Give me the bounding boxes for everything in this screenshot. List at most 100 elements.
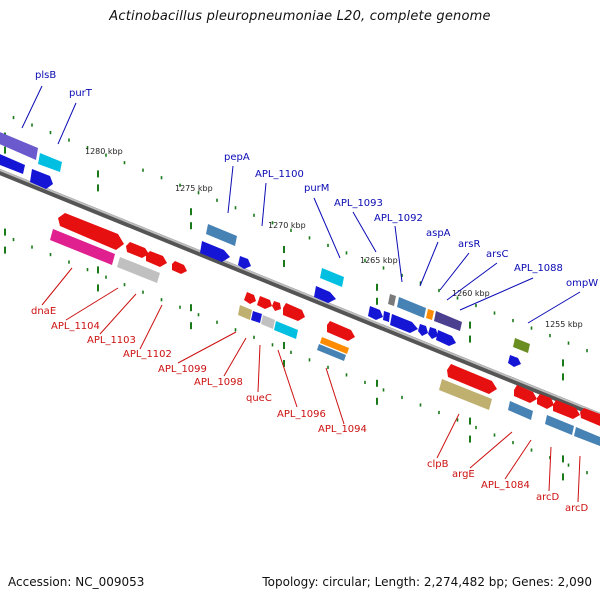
gene-label-arsR[interactable]: arsR — [458, 239, 480, 250]
lower-strand-genes — [50, 213, 600, 446]
gene-label-APL_1092[interactable]: APL_1092 — [374, 213, 423, 224]
gene-APL_1088-arrow[interactable] — [436, 330, 456, 346]
gene-APL_1100-arrow[interactable] — [238, 256, 251, 269]
gene-label-APL_1094[interactable]: APL_1094 — [318, 424, 367, 435]
gene-label-APL_1084[interactable]: APL_1084 — [481, 480, 530, 491]
gene-APL_1096-box[interactable] — [274, 321, 298, 339]
gene-plsB-arrow[interactable] — [0, 152, 25, 174]
gene-clpB-red[interactable] — [447, 364, 497, 394]
gene-purM-box[interactable] — [320, 268, 344, 287]
gene-arsR-box[interactable] — [434, 311, 462, 331]
gene-ompW-arrow[interactable] — [508, 355, 521, 367]
gene-label-arsC[interactable]: arsC — [486, 249, 508, 260]
genome-summary-text: Topology: circular; Length: 2,274,482 bp… — [262, 575, 592, 589]
gene-argE-box[interactable] — [508, 401, 533, 420]
gene-label-ompW[interactable]: ompW — [566, 278, 598, 289]
gene-arsR-arrow[interactable] — [428, 327, 438, 339]
scale-mark-1255: 1255 kbp — [545, 320, 583, 329]
upper-strand-genes — [0, 130, 530, 367]
upper-leader-line-1 — [57, 102, 77, 145]
gene-APL_1094-blue[interactable] — [317, 344, 346, 361]
gene-APL_1102-box[interactable] — [146, 251, 167, 267]
gene-clpB-box[interactable] — [439, 379, 492, 410]
upper-leader-line-5 — [352, 211, 377, 253]
upper-leader-line-0 — [21, 85, 43, 129]
gene-label-purM[interactable]: purM — [304, 183, 329, 194]
gene-label-pepA[interactable]: pepA — [224, 152, 250, 163]
gene-label-arcD[interactable]: arcD — [565, 503, 589, 514]
gene-queC-red[interactable] — [257, 296, 272, 309]
gene-arcD-red1[interactable] — [553, 400, 580, 419]
gene-arcD-red2[interactable] — [580, 408, 600, 426]
gene-APL_1094-red[interactable] — [327, 321, 355, 341]
gene-label-APL_1103[interactable]: APL_1103 — [87, 335, 136, 346]
gene-label-APL_1102[interactable]: APL_1102 — [123, 349, 172, 360]
upper-leader-line-7 — [419, 241, 439, 287]
gene-arcD-box1[interactable] — [545, 415, 574, 435]
gene-purT-box[interactable] — [38, 153, 62, 172]
genome-backbone-highlight — [0, 168, 600, 416]
scale-mark-1270: 1270 kbp — [268, 221, 306, 230]
gene-APL_1093-arrow[interactable] — [368, 306, 383, 320]
lower-leader-line-3 — [139, 304, 163, 350]
lower-leader-line-6 — [257, 344, 261, 393]
gene-label-argE[interactable]: argE — [452, 469, 475, 480]
accession-text: Accession: NC_009053 — [8, 575, 145, 589]
lower-leader-line-8 — [325, 367, 345, 425]
gene-aspA-box[interactable] — [426, 309, 434, 320]
gene-label-APL_1104[interactable]: APL_1104 — [51, 321, 100, 332]
gene-label-dnaE[interactable]: dnaE — [31, 306, 56, 317]
lower-leader-line-1 — [65, 287, 119, 321]
gene-APL_1084-red[interactable] — [537, 394, 554, 409]
gene-aspA-arrow[interactable] — [390, 314, 418, 333]
gene-APL_1094-orange[interactable] — [320, 337, 349, 354]
gene-APL_1099-box[interactable] — [238, 305, 252, 320]
gene-plsB-box[interactable] — [0, 130, 38, 160]
gene-APL_1098-red[interactable] — [244, 292, 256, 304]
scale-mark-1275: 1275 kbp — [175, 184, 213, 193]
gene-pepA-arrow[interactable] — [200, 241, 230, 262]
gene-APL_1096-red2[interactable] — [283, 303, 305, 321]
gene-APL_1093-box[interactable] — [388, 294, 396, 306]
lower-leader-line-5 — [223, 337, 247, 377]
gene-ompW-box[interactable] — [513, 338, 530, 353]
gene-label-clpB[interactable]: clpB — [427, 459, 449, 470]
gene-label-APL_1098[interactable]: APL_1098 — [194, 377, 243, 388]
gene-label-purT[interactable]: purT — [69, 88, 93, 99]
lower-leader-line-12 — [548, 446, 552, 492]
gene-queC-box[interactable] — [261, 315, 275, 329]
gene-label-APL_1100[interactable]: APL_1100 — [255, 169, 304, 180]
gene-APL_1096-red1[interactable] — [272, 301, 281, 311]
gene-pepA-box[interactable] — [206, 224, 237, 246]
gene-label-APL_1088[interactable]: APL_1088 — [514, 263, 563, 274]
scale-mark-1265: 1265 kbp — [360, 256, 398, 265]
gene-label-arcD[interactable]: arcD — [536, 492, 560, 503]
gene-arsC-arrow[interactable] — [418, 324, 428, 336]
gene-APL_1103-box[interactable] — [126, 242, 149, 258]
gene-APL_1102-gray[interactable] — [117, 257, 160, 283]
gene-arcD-box2[interactable] — [574, 427, 600, 446]
gene-dnaE-box[interactable] — [58, 213, 124, 250]
gene-APL_1092-box[interactable] — [397, 297, 426, 318]
lower-leader-line-0 — [41, 267, 73, 306]
upper-leader-line-4 — [313, 197, 341, 259]
gene-label-APL_1093[interactable]: APL_1093 — [334, 198, 383, 209]
gene-purT-arrow[interactable] — [30, 169, 53, 189]
gene-label-queC[interactable]: queC — [246, 393, 272, 404]
gene-APL_1098-box[interactable] — [251, 311, 262, 323]
gene-APL_1092-arrow[interactable] — [383, 311, 390, 322]
lower-leader-line-7 — [277, 349, 298, 408]
lower-leader-line-2 — [99, 293, 137, 335]
gene-purM-arrow[interactable] — [314, 286, 336, 303]
gene-argE-red[interactable] — [514, 385, 537, 403]
gene-APL_1099-red[interactable] — [172, 261, 187, 274]
gene-label-plsB[interactable]: plsB — [35, 70, 56, 81]
gene-label-aspA[interactable]: aspA — [426, 228, 451, 239]
gene-label-APL_1096[interactable]: APL_1096 — [277, 409, 326, 420]
lower-leader-line-10 — [469, 431, 513, 469]
lower-leader-line-9 — [436, 413, 460, 459]
gene-APL_1104-box[interactable] — [50, 229, 115, 265]
gene-label-APL_1099[interactable]: APL_1099 — [158, 364, 207, 375]
scale-mark-1280: 1280 kbp — [85, 147, 123, 156]
